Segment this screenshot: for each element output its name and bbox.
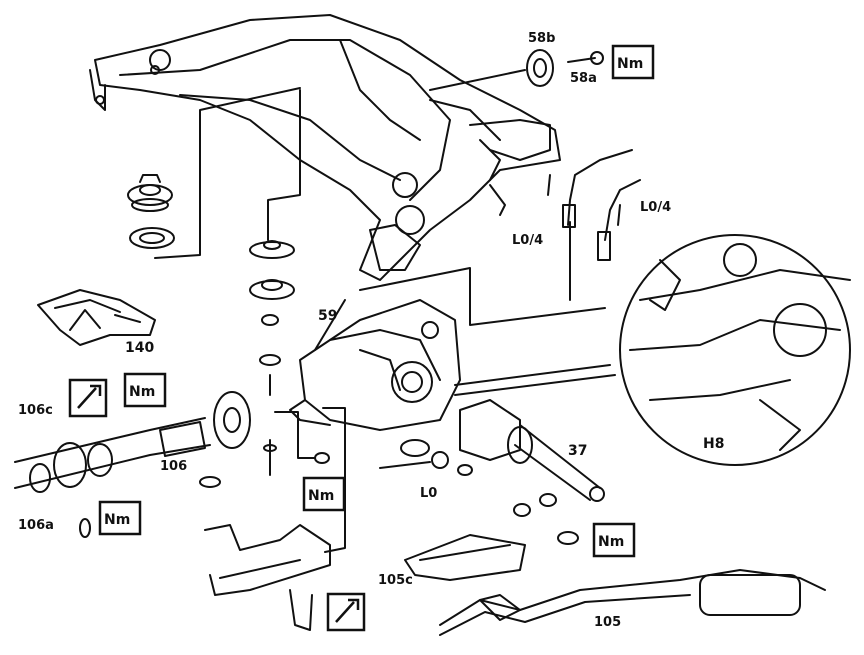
label-37: 37 <box>568 443 587 459</box>
label-L0-4-right: L0/4 <box>640 200 671 215</box>
label-105c: 105c <box>378 573 413 588</box>
label-L0: L0 <box>420 486 437 501</box>
torque-wrench-icon <box>326 592 366 632</box>
bolt-L0 <box>379 439 473 476</box>
label-58b: 58b <box>528 31 555 46</box>
label-59: 59 <box>318 308 337 324</box>
svg-text:Nm: Nm <box>308 488 334 504</box>
mount-cushion-upper <box>127 174 173 212</box>
differential-housing <box>289 299 461 431</box>
leader-lines <box>154 69 606 553</box>
svg-text:Nm: Nm <box>598 534 624 550</box>
bushing-58b <box>526 49 554 87</box>
label-L0-4-left: L0/4 <box>512 233 543 248</box>
label-140: 140 <box>125 340 154 356</box>
nm-box-center: Nm <box>302 476 346 512</box>
mount-cushion-lower <box>129 227 175 249</box>
crossmember <box>204 524 331 631</box>
torque-symbol-boxes <box>68 378 366 632</box>
label-58a: 58a <box>570 71 597 86</box>
label-H8: H8 <box>703 436 724 452</box>
small-bolts <box>79 174 621 545</box>
svg-text:Nm: Nm <box>104 512 130 528</box>
detail-circle-h8 <box>619 234 851 466</box>
svg-text:Nm: Nm <box>129 384 155 400</box>
torque-wrench-icon <box>68 378 108 418</box>
nm-box-lower-left: Nm <box>98 500 142 536</box>
nm-box-top-right: Nm <box>611 44 655 80</box>
exhaust-system-105 <box>439 569 826 636</box>
center-bushing-stack <box>249 240 295 476</box>
label-105: 105 <box>594 615 621 630</box>
callout-labels: 58b 58a 59 140 L0/4 L0/4 106c 106a 106 L… <box>18 31 724 630</box>
bracket-140 <box>37 289 156 346</box>
sensor-cable <box>562 149 641 261</box>
label-106: 106 <box>160 459 187 474</box>
label-106c: 106c <box>18 403 53 418</box>
propshaft <box>14 391 251 493</box>
nm-box-right: Nm <box>592 522 636 558</box>
nm-box-left: Nm <box>123 372 167 408</box>
bolt-58a <box>567 51 604 65</box>
axle-shaft-37 <box>454 364 616 502</box>
nm-boxes: Nm Nm Nm Nm Nm <box>98 44 655 558</box>
rear-subframe <box>89 14 561 281</box>
label-106a: 106a <box>18 518 54 533</box>
heat-shield-105c <box>404 534 526 581</box>
svg-text:Nm: Nm <box>617 56 643 72</box>
